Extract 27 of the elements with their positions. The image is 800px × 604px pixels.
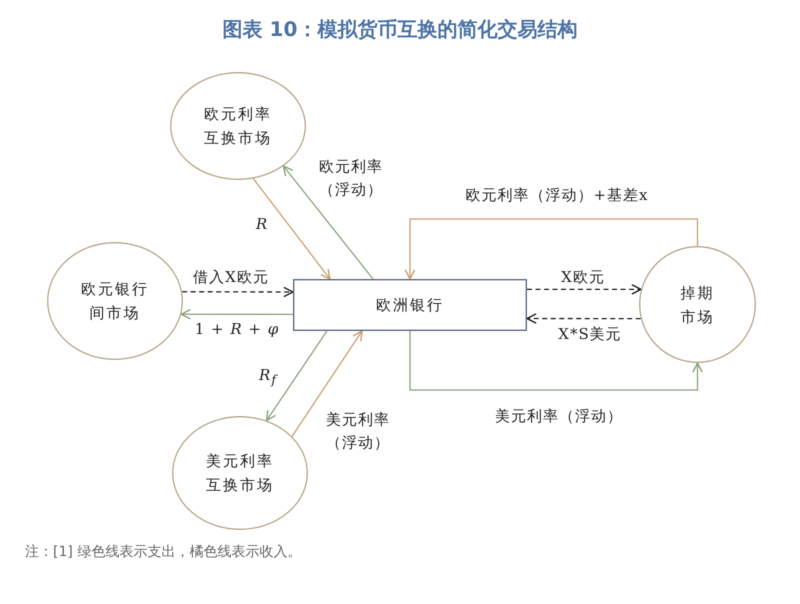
bank-box: 欧洲银行 (293, 279, 527, 331)
arrow (180, 308, 293, 320)
edge-label: R$_{f}$ (259, 365, 277, 390)
title: 图表 10：模拟货币互换的简化交易结构 (222, 16, 578, 43)
arrow (526, 313, 641, 324)
edge-label: 1 + R + φ (194, 318, 280, 340)
edge-label: 欧元利率（浮动）+基差x (465, 184, 649, 206)
arrow (282, 165, 374, 280)
arrow (182, 286, 294, 298)
arrow (527, 284, 642, 295)
market-circle: 欧元利率互换市场 (170, 72, 306, 180)
edge-label: X欧元 (561, 266, 605, 288)
edge-label: 美元利率（浮动） (325, 410, 391, 453)
market-circle: 掉期市场 (639, 246, 756, 363)
edge-label: 美元利率（浮动） (495, 406, 623, 427)
market-circle: 美元利率互换市场 (172, 416, 308, 530)
arrow (252, 178, 331, 280)
edge-label: R (256, 214, 268, 235)
note: 注：[1] 绿色线表示支出，橘色线表示收入。 (25, 543, 302, 561)
arrow (404, 218, 698, 280)
edge-label: X*S美元 (558, 324, 622, 345)
edge-label: 欧元利率（浮动） (318, 156, 384, 200)
market-circle: 欧元银行间市场 (47, 242, 183, 360)
arrow (409, 331, 703, 391)
arrow (292, 330, 363, 437)
edge-label: 借入X欧元 (193, 266, 269, 288)
arrow (266, 330, 328, 422)
